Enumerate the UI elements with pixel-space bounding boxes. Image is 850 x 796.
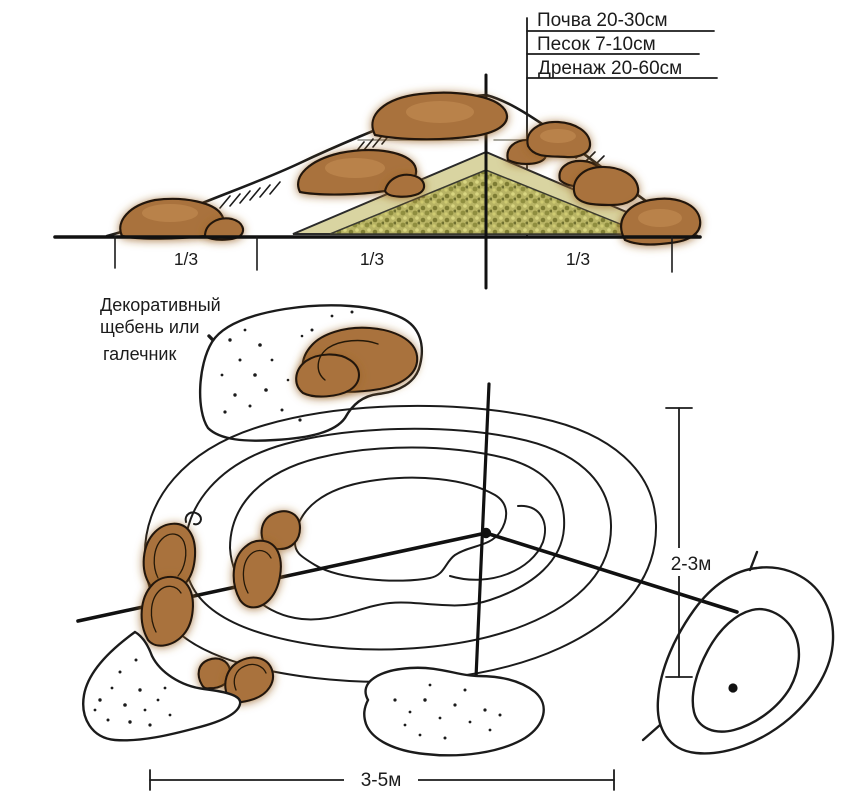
boulder-outer-contour	[656, 566, 835, 755]
stone	[203, 217, 245, 241]
gravel-area-top	[198, 304, 424, 442]
plan-stones	[140, 510, 302, 704]
stipple-dots	[220, 310, 354, 422]
contour-ring-3	[228, 446, 566, 621]
stipple-dots	[93, 658, 172, 727]
dimension-label-backing	[344, 766, 418, 792]
fraction-label-1: 1/3	[174, 249, 198, 269]
center-point	[480, 527, 492, 539]
dimension-label-backing	[660, 548, 722, 576]
plan-vertical-axis	[473, 382, 491, 702]
stone	[572, 165, 640, 207]
stone	[224, 656, 274, 704]
boulder-inner-contour	[691, 607, 801, 733]
contour-squiggle	[184, 511, 202, 526]
section-stones	[119, 91, 702, 246]
fraction-ticks	[114, 236, 673, 273]
stone-highlights	[142, 101, 682, 227]
drainage-layer-label: Дренаж 20-60см	[538, 58, 682, 79]
standalone-boulder-plan	[641, 550, 835, 755]
stone	[232, 539, 282, 609]
gravel-area-bottom-left	[82, 630, 242, 742]
fraction-label-2: 1/3	[360, 249, 384, 269]
width-dimension-label: 3-5м	[361, 770, 402, 791]
cross-section: Почва 20-30см Песок 7-10см Дренаж 20-60с…	[53, 10, 718, 290]
contour-ring-4	[293, 476, 508, 582]
depth-dimension-label: 2-3м	[671, 554, 712, 575]
stone	[383, 173, 426, 198]
width-dimension: 3-5м	[149, 766, 615, 792]
boulder-tick	[641, 723, 662, 742]
plan-right-axis	[484, 531, 739, 614]
soil-layer-label: Почва 20-30см	[537, 10, 668, 31]
gravel-note-line3: галечник	[103, 344, 176, 364]
gravel-note-line2: щебень или	[100, 317, 199, 337]
boulder-peak-dot	[728, 683, 738, 693]
plan-view: Декоративный щебень или галечник	[76, 295, 835, 792]
depth-dimension: 2-3м	[660, 407, 722, 678]
contour-ring-2	[183, 427, 613, 651]
gravel-area-bottom-center	[363, 666, 545, 757]
contour-ring-outer	[143, 404, 658, 683]
contour-ring-inner-hook	[449, 504, 546, 581]
stone	[140, 575, 194, 647]
contour-rings	[143, 404, 658, 683]
stone	[295, 353, 361, 398]
stipple-dots	[393, 683, 502, 740]
gravel-note-line1: Декоративный	[100, 295, 221, 315]
sand-layer-label: Песок 7-10см	[537, 34, 656, 55]
fraction-label-3: 1/3	[566, 249, 590, 269]
boulder-tick	[748, 550, 759, 572]
